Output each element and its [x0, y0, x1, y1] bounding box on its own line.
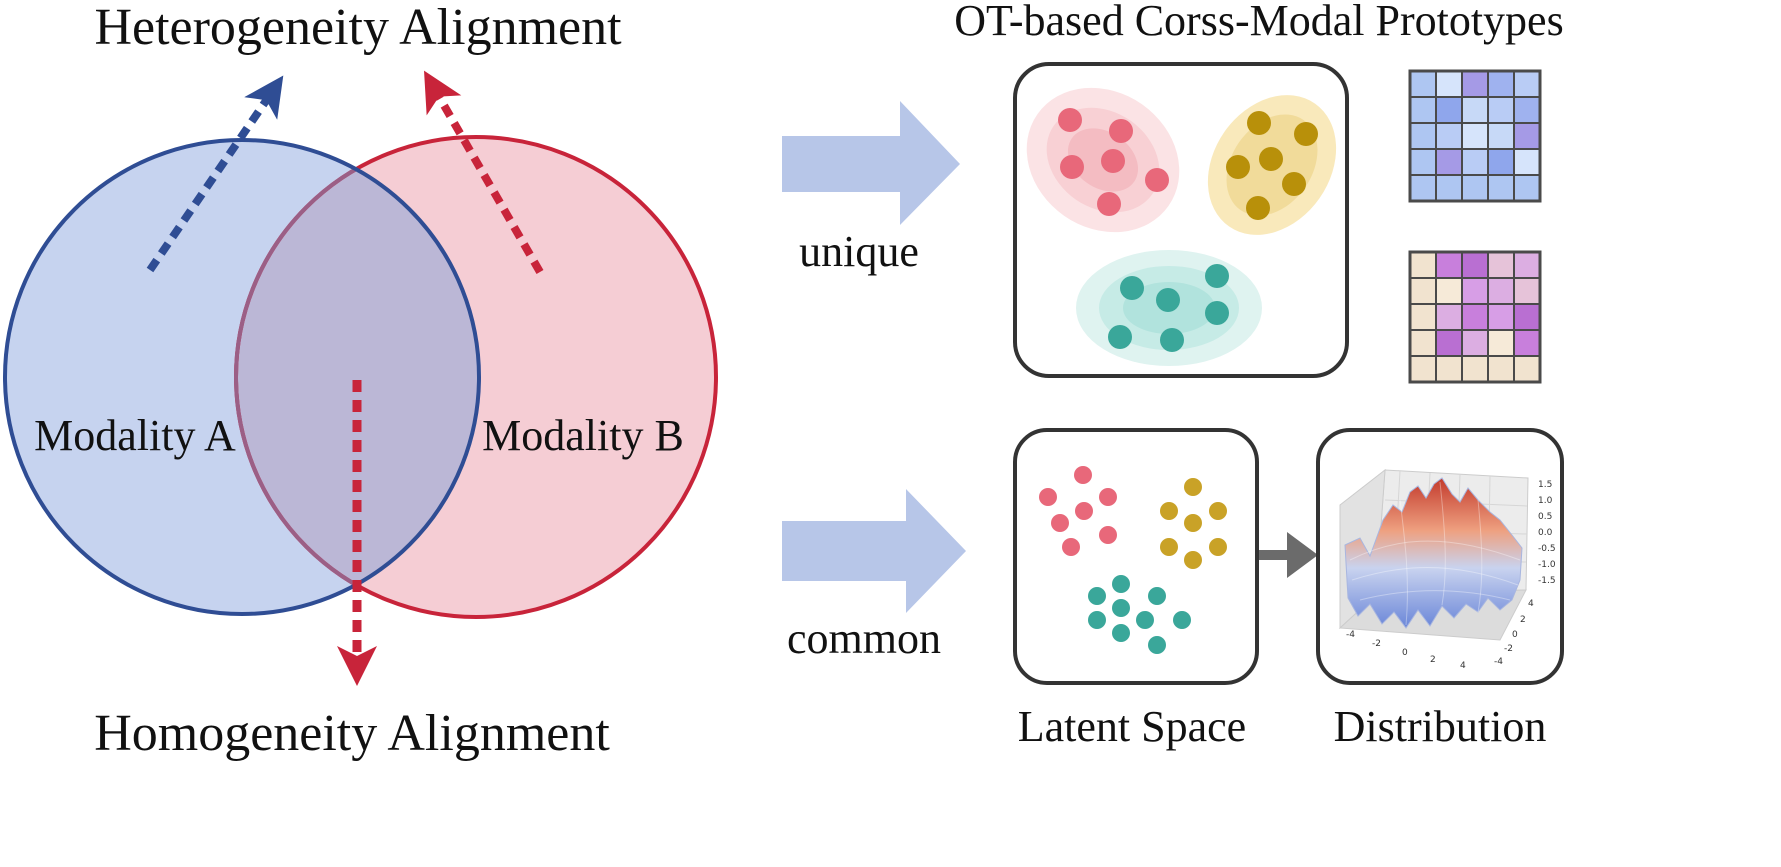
svg-text:-4: -4 [1346, 630, 1355, 640]
svg-text:-1.0: -1.0 [1538, 560, 1556, 570]
svg-text:2: 2 [1520, 615, 1526, 625]
svg-text:-2: -2 [1504, 644, 1513, 654]
latent-gold-points [1160, 478, 1227, 569]
svg-text:0.5: 0.5 [1538, 512, 1552, 522]
prototype-cell [1513, 122, 1541, 150]
heterogeneity-title: Heterogeneity Alignment [94, 0, 622, 56]
prototype-cell [1487, 251, 1515, 279]
prototype-cell [1461, 122, 1489, 150]
heterogeneity-arrow-red [424, 70, 544, 274]
prototype-cell [1487, 277, 1515, 305]
unique-label: unique [799, 227, 919, 276]
prototype-cell [1461, 96, 1489, 124]
y-axis-ticks: 4 2 0 -2 -4 [1494, 599, 1534, 667]
prototype-cell [1435, 96, 1463, 124]
prototype-cell [1513, 70, 1541, 98]
unique-block-arrow [782, 101, 960, 225]
prototype-cell [1435, 355, 1463, 383]
modality-b-label: Modality B [482, 411, 684, 460]
prototype-cell [1461, 277, 1489, 305]
prototype-cell [1409, 122, 1437, 150]
svg-text:1.5: 1.5 [1538, 480, 1552, 490]
common-block-arrow [782, 489, 966, 613]
prototype-cell [1487, 96, 1515, 124]
prototype-cell [1435, 122, 1463, 150]
heterogeneity-arrow-blue [146, 75, 284, 273]
prototype-cell [1513, 355, 1541, 383]
prototypes-title: OT-based Corss-Modal Prototypes [954, 0, 1563, 45]
prototype-cell [1461, 148, 1489, 176]
z-axis-ticks: 1.5 1.0 0.5 0.0 -0.5 -1.0 -1.5 [1538, 480, 1556, 586]
prototype-cell [1435, 277, 1463, 305]
prototype-cell [1461, 303, 1489, 331]
prototype-grid-purple [1408, 250, 1542, 384]
prototype-cell [1409, 96, 1437, 124]
x-axis-ticks: -4 -2 0 2 4 [1346, 630, 1466, 671]
svg-text:0.0: 0.0 [1538, 528, 1553, 538]
overlap-region [236, 140, 479, 614]
prototype-cell [1409, 303, 1437, 331]
prototype-cell [1487, 174, 1515, 202]
prototype-cell [1435, 148, 1463, 176]
svg-text:4: 4 [1528, 599, 1534, 609]
prototype-cell [1513, 174, 1541, 202]
prototype-cell [1461, 174, 1489, 202]
prototype-cell [1487, 148, 1515, 176]
surface-plot [1344, 477, 1523, 629]
prototype-cell [1409, 174, 1437, 202]
prototype-cell [1435, 70, 1463, 98]
svg-text:-0.5: -0.5 [1538, 544, 1556, 554]
prototype-grid-blue [1408, 69, 1542, 203]
prototype-cell [1409, 329, 1437, 357]
prototype-cell [1409, 148, 1437, 176]
prototype-cell [1435, 251, 1463, 279]
svg-text:0: 0 [1402, 648, 1408, 658]
prototype-cell [1461, 70, 1489, 98]
prototype-cell [1409, 70, 1437, 98]
latent-space-caption: Latent Space [1018, 702, 1246, 751]
prototype-cell [1513, 251, 1541, 279]
prototype-cell [1487, 329, 1515, 357]
svg-text:-4: -4 [1494, 657, 1503, 667]
svg-text:-1.5: -1.5 [1538, 576, 1556, 586]
prototype-cell [1487, 70, 1515, 98]
prototype-cell [1461, 355, 1489, 383]
prototype-cell [1435, 174, 1463, 202]
prototype-cell [1435, 329, 1463, 357]
svg-text:-2: -2 [1372, 639, 1381, 649]
prototype-cluster-panel [1013, 62, 1349, 378]
svg-text:2: 2 [1430, 655, 1436, 665]
svg-text:4: 4 [1460, 661, 1466, 671]
prototype-cell [1513, 329, 1541, 357]
svg-text:1.0: 1.0 [1538, 496, 1553, 506]
distribution-panel: 1.5 1.0 0.5 0.0 -0.5 -1.0 -1.5 -4 -2 0 2… [1316, 428, 1564, 685]
latent-red-points [1039, 466, 1117, 556]
prototype-cell [1409, 277, 1437, 305]
prototype-cell [1461, 329, 1489, 357]
latent-space-panel [1013, 428, 1259, 685]
svg-text:0: 0 [1512, 630, 1518, 640]
prototype-cell [1435, 303, 1463, 331]
gold-cluster [1207, 95, 1337, 235]
homogeneity-title: Homogeneity Alignment [94, 705, 610, 762]
prototype-cell [1487, 303, 1515, 331]
latent-to-distribution-arrow [1259, 532, 1318, 578]
prototype-cell [1487, 355, 1515, 383]
prototype-cell [1409, 355, 1437, 383]
common-label: common [787, 614, 941, 663]
prototype-cell [1461, 251, 1489, 279]
prototype-cell [1513, 277, 1541, 305]
distribution-caption: Distribution [1334, 702, 1547, 751]
latent-teal-points [1088, 575, 1191, 654]
prototype-cell [1513, 303, 1541, 331]
prototype-cell [1487, 122, 1515, 150]
prototype-cell [1513, 148, 1541, 176]
teal-cluster [1076, 250, 1262, 366]
modality-a-label: Modality A [34, 411, 236, 460]
prototype-cell [1513, 96, 1541, 124]
red-cluster [1026, 87, 1180, 233]
prototype-cell [1409, 251, 1437, 279]
venn-diagram [3, 135, 718, 619]
